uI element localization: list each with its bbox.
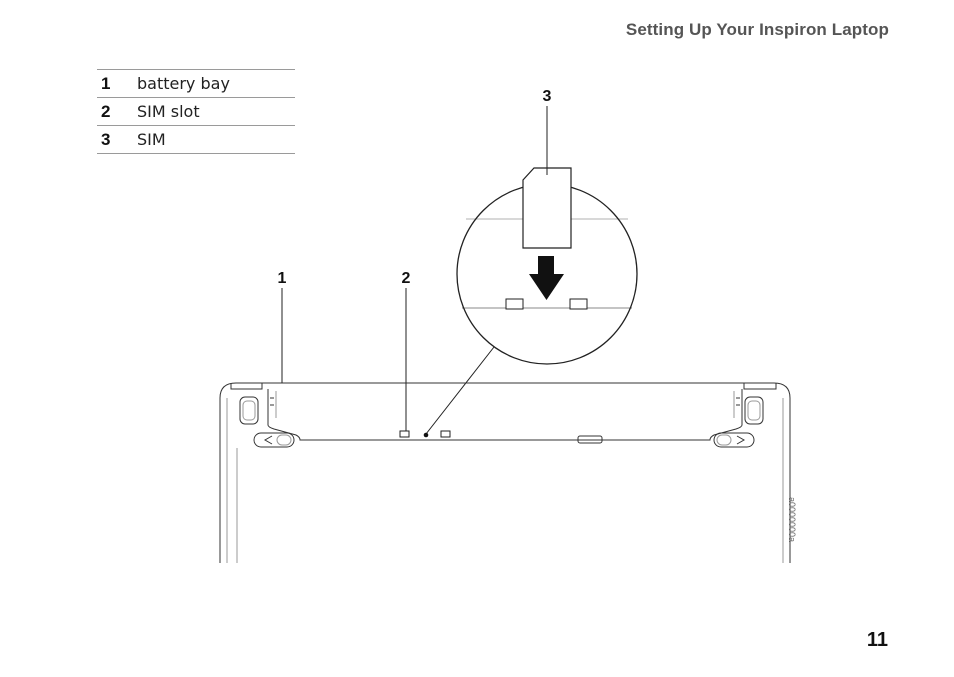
legend-label: SIM — [137, 125, 295, 154]
callout-label: 1 — [278, 270, 287, 287]
page-number: 11 — [866, 629, 888, 651]
running-header: Setting Up Your Inspiron Laptop — [625, 20, 889, 39]
legend-row: 3 SIM — [97, 125, 295, 154]
magnifier-leader-line — [425, 346, 495, 435]
legend-row: 1 battery bay — [97, 69, 295, 98]
callout-label: 3 — [543, 88, 552, 105]
legend-row: 2 SIM slot — [97, 97, 295, 126]
figure-part-number: a0000000a — [787, 497, 797, 542]
legend-number: 3 — [97, 125, 137, 154]
callout-legend: 1 battery bay 2 SIM slot 3 SIM — [97, 69, 295, 154]
sim-card — [522, 167, 572, 249]
sim-slot — [399, 430, 451, 438]
down-arrow-icon — [529, 256, 564, 300]
laptop-base — [219, 382, 791, 563]
callout-label: 2 — [402, 270, 411, 287]
legend-number: 2 — [97, 97, 137, 126]
legend-label: SIM slot — [137, 97, 295, 126]
